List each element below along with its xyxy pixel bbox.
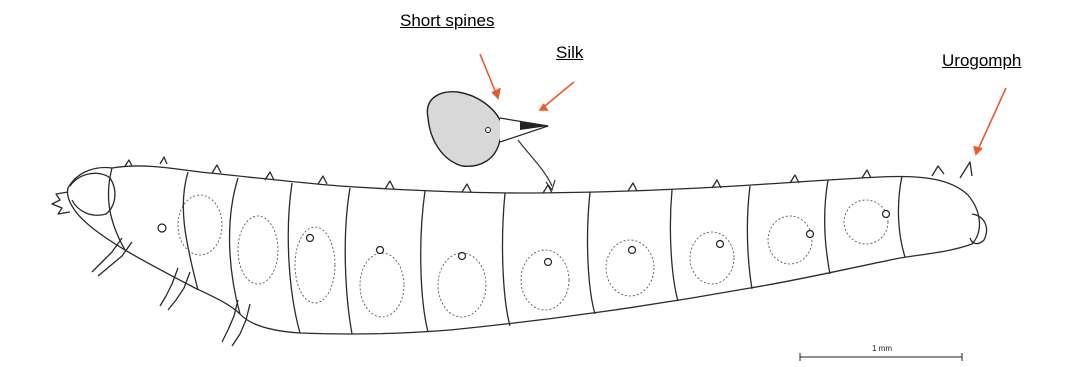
lobe <box>768 216 812 264</box>
tubercle <box>125 160 132 166</box>
tubercle <box>462 184 471 192</box>
tubercle <box>212 165 221 173</box>
spiracle <box>158 224 166 232</box>
spiracle <box>307 235 314 242</box>
segment-line <box>747 186 752 289</box>
inset-pore <box>486 128 491 133</box>
segment-line <box>288 183 300 333</box>
spiracle <box>459 253 466 260</box>
segment-line <box>588 192 595 314</box>
lobe <box>295 227 335 303</box>
urogomph <box>932 166 944 176</box>
larva-body-outline <box>67 166 979 334</box>
lobe <box>521 250 569 310</box>
lobe <box>690 232 734 284</box>
tubercle <box>862 170 871 178</box>
tubercle <box>318 176 327 184</box>
inset-link-arrow <box>518 140 552 186</box>
leg <box>168 272 190 310</box>
annotation-arrows <box>480 54 1006 154</box>
spiracle <box>545 259 552 266</box>
leg <box>92 238 122 272</box>
label-silk: Silk <box>556 44 583 61</box>
spiracle <box>629 247 636 254</box>
segment-line <box>825 180 830 274</box>
short-spines-arrowhead <box>492 88 500 98</box>
segment-line <box>898 176 905 257</box>
urogomph-arrowhead <box>974 146 982 154</box>
spiracle <box>377 247 384 254</box>
segment-line <box>345 188 352 334</box>
scale-bar <box>800 353 962 361</box>
segment-line <box>183 172 198 290</box>
magnified-inset <box>427 92 555 190</box>
lobe <box>438 253 486 317</box>
label-urogomph: Urogomph <box>942 52 1021 69</box>
lobe-patterns <box>178 195 888 317</box>
segment-line <box>421 191 428 332</box>
larva-body <box>52 157 987 346</box>
tubercle <box>385 181 394 189</box>
inset-silk-tip <box>500 118 548 142</box>
lobe <box>238 216 278 284</box>
lobe <box>360 253 404 317</box>
urogomph <box>960 162 972 178</box>
spiracle <box>883 211 890 218</box>
spiracle <box>807 231 814 238</box>
segment-line <box>503 193 510 326</box>
terminal-lobe <box>970 214 987 244</box>
tubercle <box>160 157 167 164</box>
lobe <box>844 200 888 244</box>
tubercle <box>628 183 637 191</box>
scale-bar-label: 1 mm <box>872 345 892 353</box>
label-short-spines: Short spines <box>400 12 495 29</box>
spiracle <box>717 241 724 248</box>
segment-line <box>670 190 678 301</box>
segment-line <box>230 178 240 314</box>
urogomph-arrow <box>976 88 1006 154</box>
